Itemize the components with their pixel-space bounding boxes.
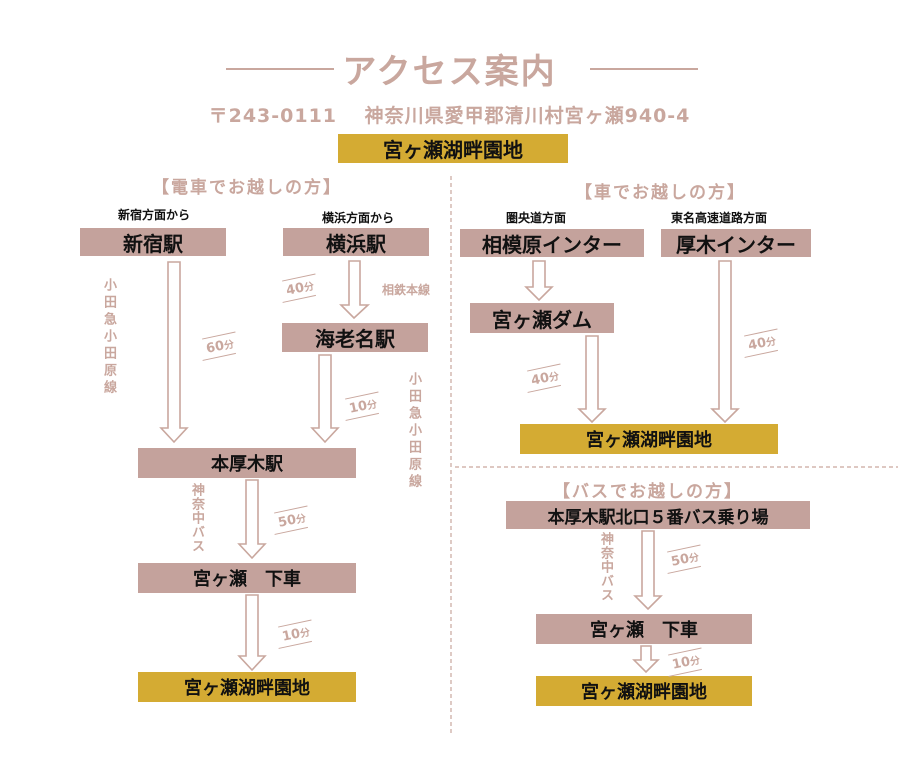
destination-train: 宮ヶ瀬湖畔園地 xyxy=(138,672,356,702)
bus-line-label-train: 神奈中バス xyxy=(189,483,204,553)
sotetsu-line-label: 相鉄本線 xyxy=(382,283,431,297)
arrow-ebina-honatsugi xyxy=(310,354,340,444)
interchange-sagamihara: 相模原インター xyxy=(460,229,644,257)
arrow-yokohama-ebina xyxy=(339,260,371,320)
stop-miyagase-bus: 宮ヶ瀬 下車 xyxy=(536,614,752,644)
car-section-heading: 【車でお越しの方】 xyxy=(575,183,746,203)
odakyu-line-label-2: 小田急小田原線 xyxy=(406,372,421,491)
destination-badge: 宮ヶ瀬湖畔園地 xyxy=(338,134,568,163)
miyagase-dam: 宮ヶ瀬ダム xyxy=(470,303,614,333)
arrow-dam-destination xyxy=(577,335,607,424)
stop-miyagase-train: 宮ヶ瀬 下車 xyxy=(138,563,356,593)
station-honatsugi: 本厚木駅 xyxy=(138,448,356,478)
from-yokohama-label: 横浜方面から xyxy=(322,211,395,225)
arrow-miyagase-destination xyxy=(237,594,267,672)
page-title: アクセス案内 xyxy=(342,52,557,92)
title-rule-right xyxy=(590,68,698,70)
bus-line-label-bus: 神奈中バス xyxy=(598,532,613,602)
station-ebina: 海老名駅 xyxy=(282,323,428,352)
from-ken-label: 圏央道方面 xyxy=(506,211,567,225)
arrow-honatsugi-miyagase xyxy=(237,479,267,560)
destination-bus: 宮ヶ瀬湖畔園地 xyxy=(536,676,752,706)
arrow-sagamihara-dam xyxy=(524,260,554,302)
arrow-busstop-miyagase xyxy=(633,530,663,611)
title-rule-left xyxy=(226,68,334,70)
arrow-shinjuku-honatsugi xyxy=(159,261,189,444)
arrow-busmiyagase-destination xyxy=(632,645,660,674)
address: 〒243-0111 神奈川県愛甲郡清川村宮ヶ瀬940-4 xyxy=(208,105,691,127)
from-tomei-label: 東名高速道路方面 xyxy=(671,211,768,225)
train-section-heading: 【電車でお越しの方】 xyxy=(152,178,342,198)
arrow-atsugi-destination xyxy=(710,260,740,424)
odakyu-line-label-1: 小田急小田原線 xyxy=(101,278,116,397)
bus-stop-honatsugi: 本厚木駅北口５番バス乗り場 xyxy=(506,501,810,529)
station-shinjuku: 新宿駅 xyxy=(80,228,226,256)
from-shinjuku-label: 新宿方面から xyxy=(118,208,191,222)
station-yokohama: 横浜駅 xyxy=(283,228,429,256)
bus-section-heading: 【バスでお越しの方】 xyxy=(553,482,743,502)
interchange-atsugi: 厚木インター xyxy=(661,229,811,257)
destination-car: 宮ヶ瀬湖畔園地 xyxy=(520,424,778,454)
